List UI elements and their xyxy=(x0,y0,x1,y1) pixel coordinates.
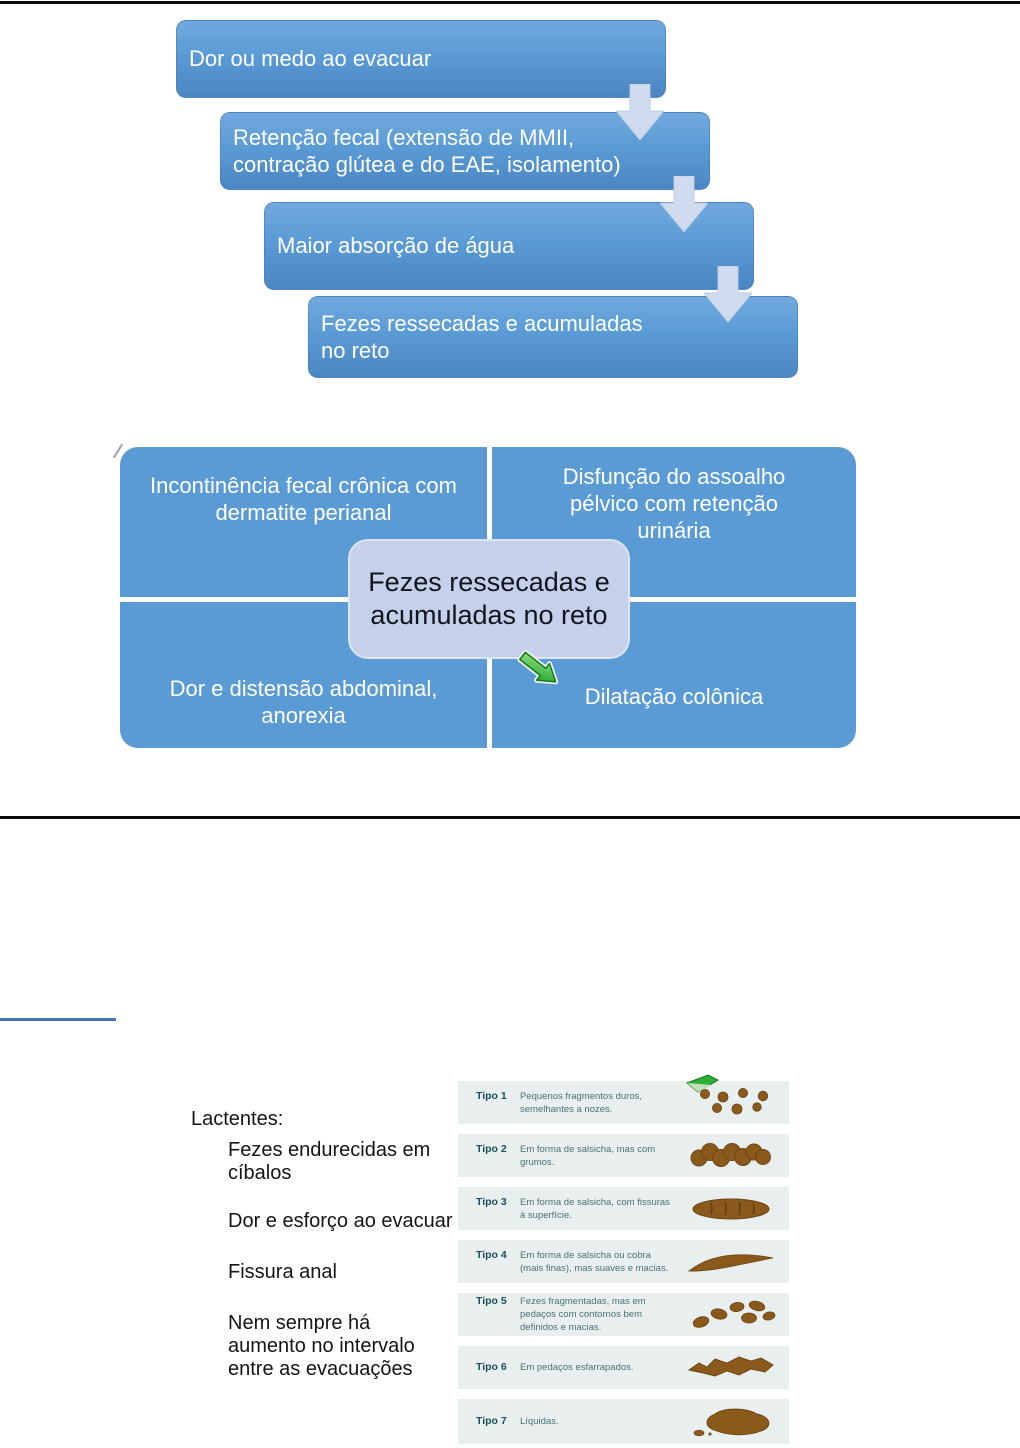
quadrant-bottom-left: Dor e distensão abdominal, anorexia xyxy=(120,602,487,748)
bristol-type-label: Tipo 6 xyxy=(476,1361,507,1373)
bristol-description: Em forma de salsicha ou cobra (mais fina… xyxy=(520,1249,669,1274)
bristol-description: Em forma de salsicha, mas com grumos. xyxy=(520,1143,656,1168)
flow-step-4-label: Fezes ressecadas e acumuladas no reto xyxy=(321,310,643,364)
infants-item: Fissura anal xyxy=(228,1261,337,1283)
bristol-type-label: Tipo 4 xyxy=(476,1248,507,1261)
blue-underline-rule xyxy=(0,1018,116,1021)
section-divider-rule xyxy=(0,816,1020,819)
quadrant-grid: Incontinência fecal crônica com dermatit… xyxy=(120,447,856,748)
flow-step-2: Retenção fecal (extensão de MMII, contra… xyxy=(220,112,710,190)
infants-item: Dor e esforço ao evacuar xyxy=(228,1210,453,1232)
bristol-description: Em pedaços esfarrapados. xyxy=(520,1362,634,1373)
stool-type-3-image xyxy=(683,1192,779,1226)
bristol-type-label: Tipo 3 xyxy=(476,1195,507,1208)
bristol-type-label: Tipo 7 xyxy=(476,1415,507,1427)
quadrant-top-right-label: Disfunção do assoalho pélvico com retenç… xyxy=(562,464,786,543)
bristol-row-1: Tipo 1 Pequenos fragmentos duros, semelh… xyxy=(458,1081,789,1124)
flow-step-3: Maior absorção de água xyxy=(264,202,754,290)
flow-step-1: Dor ou medo ao evacuar xyxy=(176,20,666,98)
flow-step-3-label: Maior absorção de água xyxy=(277,233,515,259)
stool-type-4-image xyxy=(683,1245,779,1279)
bristol-description: Líquidas. xyxy=(520,1416,559,1427)
quadrant-bottom-right-label: Dilatação colônica xyxy=(584,684,764,710)
down-arrow-icon xyxy=(704,266,752,322)
bristol-row-7: Tipo 7 Líquidas. xyxy=(458,1399,789,1444)
top-rule xyxy=(0,1,1020,4)
infants-item: Fezes endurecidas em cíbalos xyxy=(228,1139,431,1184)
quadrant-top-left-label: Incontinência fecal crônica com dermatit… xyxy=(150,472,457,525)
stool-type-5-image xyxy=(683,1298,779,1332)
bristol-row-3: Tipo 3 Em forma de salsicha, com fissura… xyxy=(458,1187,789,1230)
infants-heading: Lactentes: xyxy=(191,1108,284,1130)
stool-type-7-image xyxy=(683,1405,779,1439)
infants-item: Nem sempre há aumento no intervalo entre… xyxy=(228,1312,415,1380)
bristol-row-4: Tipo 4 Em forma de salsicha ou cobra (ma… xyxy=(458,1240,789,1283)
flow-step-4: Fezes ressecadas e acumuladas no reto xyxy=(308,296,798,378)
bristol-row-5: Tipo 5 Fezes fragmentadas, mas em pedaço… xyxy=(458,1293,789,1336)
bristol-type-label: Tipo 2 xyxy=(476,1142,507,1155)
bristol-row-2: Tipo 2 Em forma de salsicha, mas com gru… xyxy=(458,1134,789,1177)
flow-step-2-label: Retenção fecal (extensão de MMII, contra… xyxy=(233,124,621,178)
down-arrow-icon xyxy=(660,176,708,232)
quadrant-bottom-left-label: Dor e distensão abdominal, anorexia xyxy=(169,675,438,728)
diagram-center-label: Fezes ressecadas e acumuladas no reto xyxy=(368,567,610,630)
bristol-row-6: Tipo 6 Em pedaços esfarrapados. xyxy=(458,1346,789,1389)
green-arrow-icon xyxy=(517,649,559,685)
down-arrow-icon xyxy=(616,84,664,140)
flow-step-1-label: Dor ou medo ao evacuar xyxy=(189,46,432,72)
stool-type-6-image xyxy=(683,1351,779,1385)
bristol-description: Em forma de salsicha, com fissuras à sup… xyxy=(520,1196,670,1221)
stool-type-2-image xyxy=(683,1139,779,1173)
stool-type-1-image xyxy=(683,1086,779,1120)
bristol-stool-chart: Tipo 1 Pequenos fragmentos duros, semelh… xyxy=(458,1081,789,1444)
diagram-center-box: Fezes ressecadas e acumuladas no reto xyxy=(348,539,630,659)
bristol-type-label: Tipo 1 xyxy=(476,1089,507,1102)
bristol-type-label: Tipo 5 xyxy=(476,1295,507,1307)
bristol-description: Pequenos fragmentos duros, semelhantes a… xyxy=(520,1090,642,1115)
bristol-description: Fezes fragmentadas, mas em pedaços com c… xyxy=(520,1296,646,1333)
green-cursor-icon xyxy=(686,1074,720,1093)
